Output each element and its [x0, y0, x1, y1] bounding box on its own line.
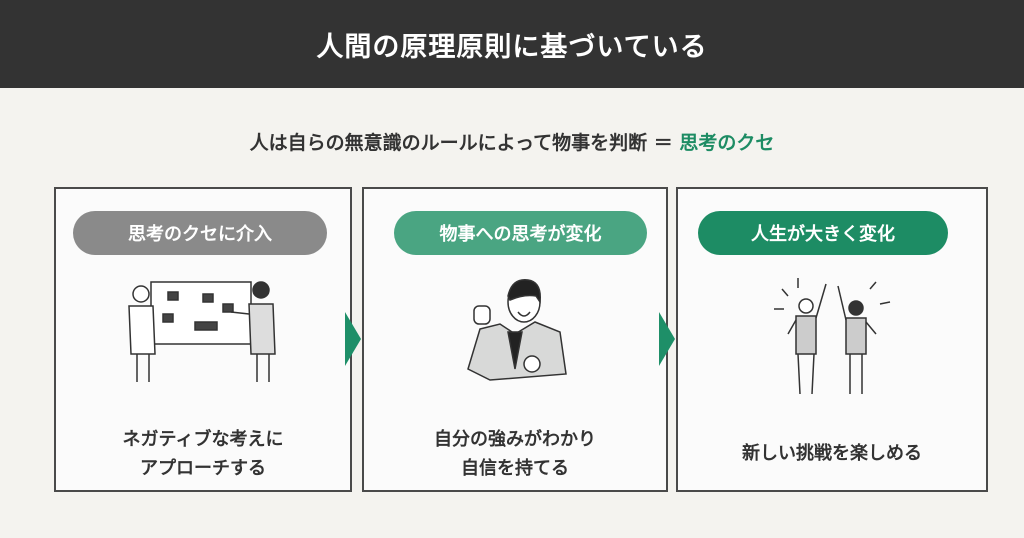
- step-card-3: 人生が大きく変化 新しい挑戦を楽しめる: [676, 187, 988, 492]
- step-label: 物事への思考が変化: [394, 211, 647, 255]
- caption-line: アプローチする: [140, 458, 266, 479]
- whiteboard-meeting-illustration: [56, 274, 350, 404]
- subtitle-text: 人は自らの無意識のルールによって物事を判断 ＝: [249, 132, 680, 154]
- page-header: 人間の原理原則に基づいている: [0, 0, 1024, 88]
- subtitle-highlight: 思考のクセ: [679, 132, 775, 154]
- caption-line: 自分の強みがわかり: [434, 429, 596, 450]
- caption-line: 自信を持てる: [461, 458, 569, 479]
- step-label: 思考のクセに介入: [73, 211, 327, 255]
- step-caption: 新しい挑戦を楽しめる: [678, 439, 986, 468]
- step-card-2: 物事への思考が変化 自分の強みがわかり自信を持てる: [362, 187, 668, 492]
- arrow-right-icon: [345, 312, 361, 366]
- caption-line: ネガティブな考えに: [122, 429, 284, 450]
- subtitle: 人は自らの無意識のルールによって物事を判断 ＝ 思考のクセ: [0, 128, 1024, 155]
- step-card-1: 思考のクセに介入 ネガティブな考えにアプローチする: [54, 187, 352, 492]
- confident-businessman-illustration: [364, 274, 666, 404]
- arrow-right-icon: [659, 312, 675, 366]
- step-caption: ネガティブな考えにアプローチする: [56, 425, 350, 483]
- step-label: 人生が大きく変化: [698, 211, 948, 255]
- caption-line: 新しい挑戦を楽しめる: [742, 443, 922, 464]
- page-title: 人間の原理原則に基づいている: [316, 31, 708, 63]
- celebrating-people-illustration: [678, 274, 986, 404]
- step-caption: 自分の強みがわかり自信を持てる: [364, 425, 666, 483]
